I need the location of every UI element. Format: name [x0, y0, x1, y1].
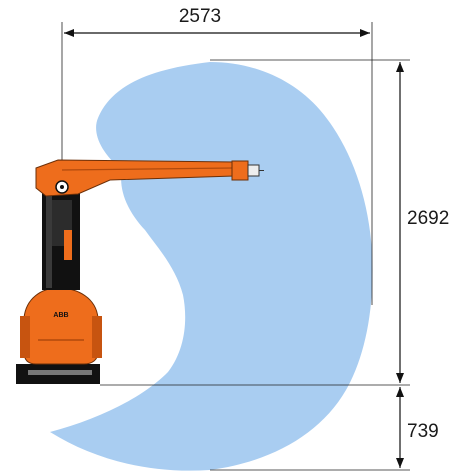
- robot-wrist: [231, 160, 249, 181]
- dimension-arrows: [64, 29, 404, 468]
- robot-base-housing: [23, 287, 99, 365]
- work-envelope: [50, 62, 373, 471]
- robot-tool-flange: [247, 164, 260, 177]
- vertical-reach-label: 2692: [407, 208, 449, 229]
- below-base-label: 739: [407, 421, 439, 442]
- robot: ABB: [16, 159, 264, 384]
- reference-lines: [61, 22, 410, 471]
- abb-logo: ABB: [53, 312, 68, 319]
- horizontal-reach-label: 2573: [179, 6, 221, 27]
